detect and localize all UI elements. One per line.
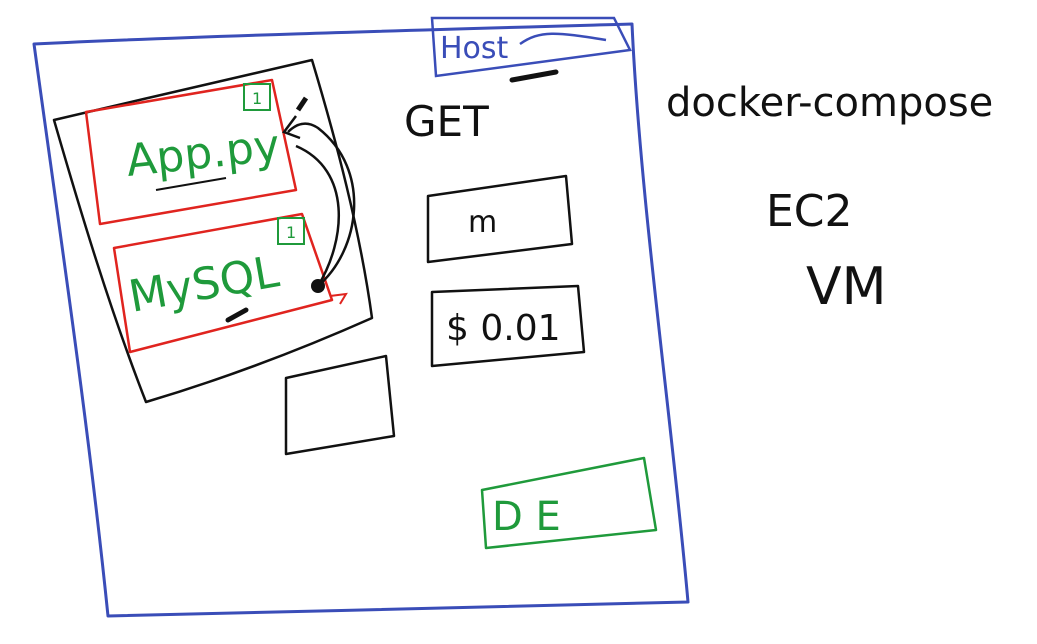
green-box-label: D E bbox=[492, 494, 561, 540]
side-note-platform: EC2 bbox=[766, 186, 853, 237]
container-mysql-label: MySQL bbox=[125, 246, 283, 323]
side-note-machine: VM bbox=[806, 257, 886, 317]
side-note-tool: docker-compose bbox=[666, 80, 993, 126]
host-border bbox=[32, 22, 690, 618]
connection-arrows bbox=[281, 96, 356, 305]
response-box-1-label: m bbox=[468, 205, 497, 240]
ink-mark-mysql bbox=[225, 307, 249, 323]
container-app-badge: 1 bbox=[252, 89, 262, 108]
container-app-underline bbox=[155, 177, 227, 191]
response-box-3 bbox=[284, 354, 396, 456]
container-mysql-badge-box bbox=[277, 217, 305, 245]
container-mysql-border bbox=[112, 212, 334, 354]
green-box: D E bbox=[480, 456, 658, 550]
container-app: 1 App.py bbox=[84, 78, 298, 226]
container-app-border bbox=[84, 78, 298, 226]
host-label-tab: Host bbox=[430, 16, 632, 78]
response-box-1: m bbox=[426, 174, 574, 264]
ink-mark bbox=[509, 69, 559, 83]
response-box-2: $ 0.01 bbox=[430, 284, 586, 368]
container-mysql-badge: 1 bbox=[286, 223, 296, 242]
container-group-border bbox=[52, 58, 374, 404]
container-mysql: 1 MySQL bbox=[112, 212, 334, 354]
request-method-label: GET bbox=[404, 97, 489, 146]
container-app-badge-box bbox=[243, 83, 271, 111]
host-label: Host bbox=[440, 31, 509, 66]
response-box-2-label: $ 0.01 bbox=[446, 308, 561, 349]
container-app-label: App.py bbox=[124, 120, 282, 187]
